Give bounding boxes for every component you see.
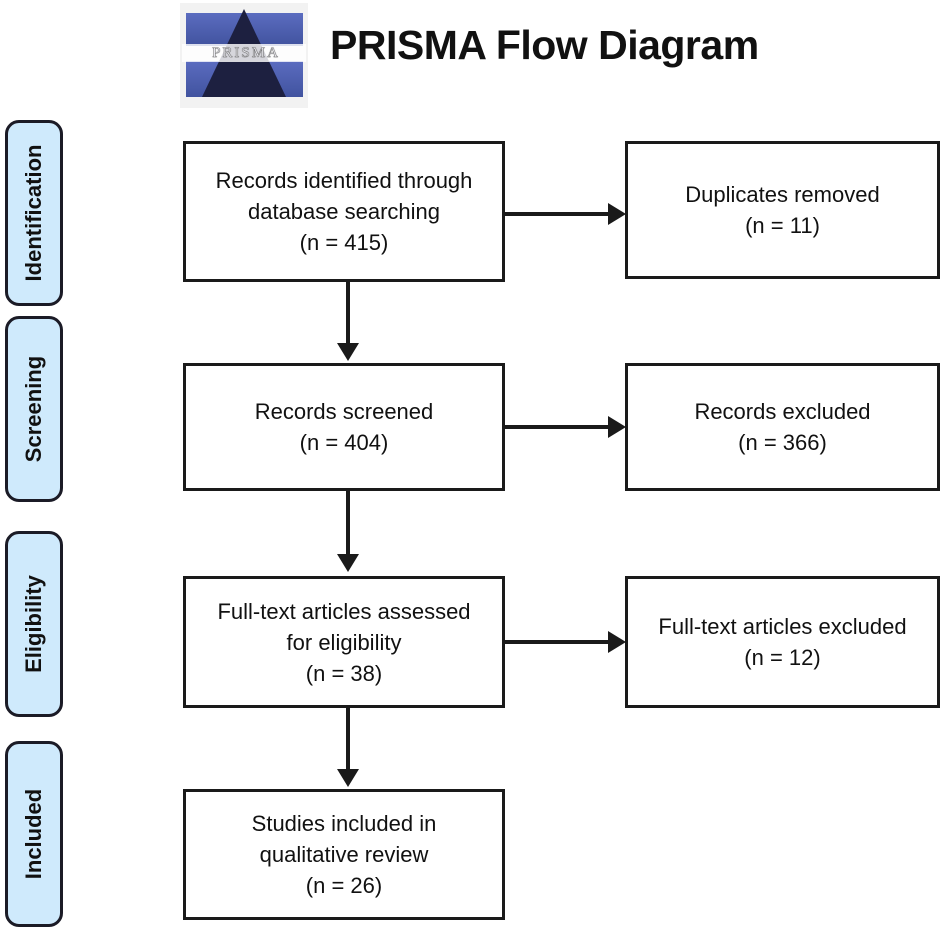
flow-box-count: (n = 26) xyxy=(305,873,383,898)
flow-box-line: Records screened xyxy=(254,399,434,424)
flow-box-studies-included: Studies included in qualitative review (… xyxy=(183,789,505,920)
flow-box-count: (n = 11) xyxy=(745,213,820,238)
flow-box-count: (n = 12) xyxy=(744,645,821,670)
flow-box-line: Records excluded xyxy=(694,399,871,424)
stage-label-text: Screening xyxy=(21,355,46,463)
flow-box-duplicates-removed: Duplicates removed (n = 11) xyxy=(625,141,940,279)
connector-screened-to-fulltext xyxy=(346,491,350,556)
stage-label-included: Included xyxy=(5,741,63,927)
flow-box-count: (n = 404) xyxy=(299,430,389,455)
prisma-logo-artwork: PRISMA xyxy=(182,5,306,106)
arrow-down-icon xyxy=(337,554,359,572)
flow-box-fulltext-assessed: Full-text articles assessed for eligibil… xyxy=(183,576,505,708)
flow-box-count: (n = 38) xyxy=(305,660,383,686)
flow-box-records-screened: Records screened (n = 404) xyxy=(183,363,505,491)
flow-box-line: Records identified through xyxy=(215,168,473,193)
flow-box-fulltext-excluded: Full-text articles excluded (n = 12) xyxy=(625,576,940,708)
arrow-right-icon xyxy=(608,416,626,438)
stage-label-text: Identification xyxy=(21,144,46,282)
connector-fulltext-to-included xyxy=(346,708,350,771)
arrow-right-icon xyxy=(608,203,626,225)
arrow-down-icon xyxy=(337,343,359,361)
flow-box-line: Duplicates removed xyxy=(685,182,880,207)
page-title: PRISMA Flow Diagram xyxy=(330,22,759,68)
logo-wordmark: PRISMA xyxy=(182,44,306,62)
arrow-down-icon xyxy=(337,769,359,787)
stage-label-text: Included xyxy=(21,788,46,880)
flow-box-records-excluded: Records excluded (n = 366) xyxy=(625,363,940,491)
diagram-header: PRISMA PRISMA Flow Diagram xyxy=(0,0,947,118)
stage-label-eligibility: Eligibility xyxy=(5,531,63,717)
flow-box-line: Full-text articles excluded xyxy=(658,614,907,639)
flow-box-line: database searching xyxy=(247,199,441,224)
connector-identified-to-screened xyxy=(346,282,350,345)
arrow-right-icon xyxy=(608,631,626,653)
stage-label-text: Eligibility xyxy=(21,575,46,673)
stage-label-screening: Screening xyxy=(5,316,63,502)
flow-box-line: qualitative review xyxy=(259,842,429,867)
flow-box-records-identified: Records identified through database sear… xyxy=(183,141,505,282)
connector-screened-to-excluded xyxy=(505,425,611,429)
connector-fulltext-to-ftexcluded xyxy=(505,640,611,644)
prisma-logo-icon: PRISMA xyxy=(180,3,308,108)
flow-box-line: Studies included in xyxy=(251,811,437,836)
stage-label-identification: Identification xyxy=(5,120,63,306)
flow-box-count: (n = 366) xyxy=(738,430,827,455)
flow-box-line: for eligibility xyxy=(286,629,402,655)
connector-identified-to-duplicates xyxy=(505,212,611,216)
flow-box-count: (n = 415) xyxy=(299,230,389,255)
flow-box-line: Full-text articles assessed xyxy=(217,598,471,624)
